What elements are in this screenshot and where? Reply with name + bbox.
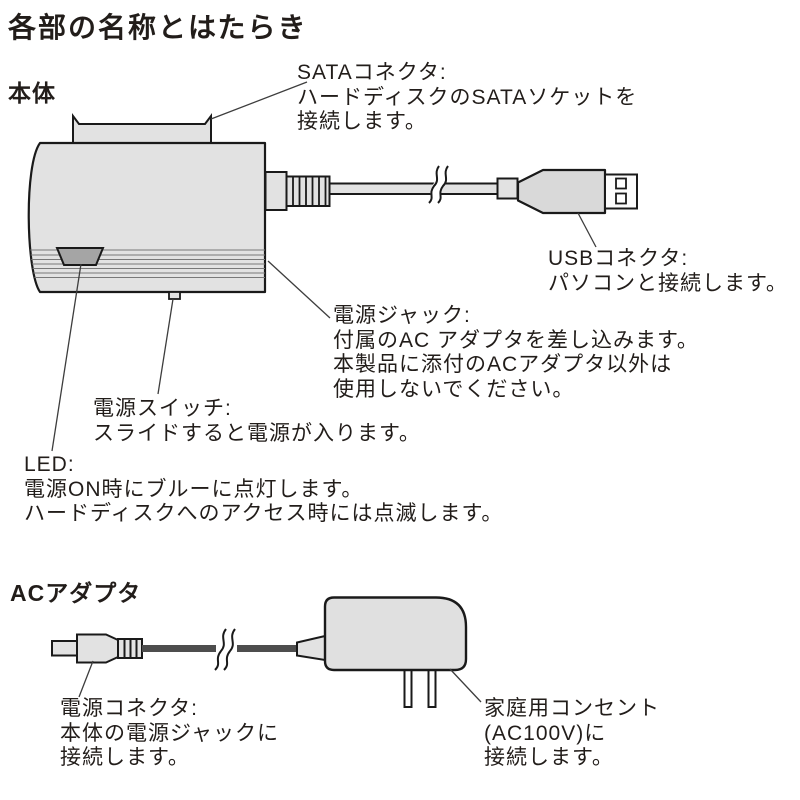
label-desc: 本製品に添付のACアダプタ以外は bbox=[333, 353, 673, 376]
label-desc: パソコンと接続します。 bbox=[548, 271, 788, 295]
label-desc: 電源ON時にブルーに点灯します。 bbox=[24, 477, 364, 501]
label-desc: 接続します。 bbox=[297, 110, 427, 133]
label-sata-connector: SATAコネクタ: ハードディスクのSATAソケットを 接続します。 bbox=[297, 61, 637, 135]
body-grooves bbox=[28, 249, 265, 279]
section-heading-main-unit: 本体 bbox=[8, 80, 56, 106]
label-outlet: 家庭用コンセント (AC100V)に 接続します。 bbox=[484, 697, 660, 771]
leader-lines bbox=[51, 81, 597, 703]
ac-adapter-diagram bbox=[51, 596, 468, 708]
label-desc: 使用しないでください。 bbox=[333, 377, 575, 401]
label-name: 電源スイッチ: bbox=[93, 397, 232, 420]
label-usb-connector: USBコネクタ: パソコンと接続します。 bbox=[548, 247, 788, 296]
leader-power-jack bbox=[267, 260, 331, 319]
ac-prong bbox=[403, 668, 413, 708]
label-desc: 本体の電源ジャックに bbox=[60, 721, 279, 745]
ac-cable bbox=[142, 625, 298, 674]
label-desc: スライドすると電源が入ります。 bbox=[93, 421, 421, 445]
leader-outlet bbox=[449, 668, 482, 703]
label-desc: ハードディスクへのアクセス時には点滅します。 bbox=[24, 502, 504, 525]
leader-usb bbox=[577, 212, 597, 248]
usb-connector-shape bbox=[496, 168, 638, 215]
leader-led bbox=[51, 263, 82, 452]
main-unit-body-shape bbox=[27, 141, 267, 294]
leader-dc-plug bbox=[78, 660, 94, 698]
led-shape bbox=[55, 247, 105, 266]
label-name: LED: bbox=[24, 453, 75, 476]
label-power-connector: 電源コネクタ: 本体の電源ジャックに 接続します。 bbox=[60, 697, 279, 771]
label-desc: 付属のAC アダプタを差し込みます。 bbox=[333, 328, 699, 352]
section-heading-ac-adapter: ACアダプタ bbox=[10, 580, 142, 606]
leader-sata bbox=[210, 81, 308, 120]
label-name: 家庭用コンセント bbox=[484, 697, 660, 720]
label-name: 電源コネクタ: bbox=[60, 697, 198, 720]
sata-connector-shape bbox=[72, 113, 212, 144]
label-desc: 接続します。 bbox=[484, 746, 614, 769]
label-name: SATAコネクタ: bbox=[297, 61, 447, 84]
dc-plug-shape bbox=[51, 633, 143, 664]
label-power-switch: 電源スイッチ: スライドすると電源が入ります。 bbox=[93, 397, 421, 446]
label-name: 電源ジャック: bbox=[333, 304, 471, 327]
label-power-jack: 電源ジャック: 付属のAC アダプタを差し込みます。 本製品に添付のACアダプタ… bbox=[333, 304, 699, 402]
label-led: LED: 電源ON時にブルーに点灯します。 ハードディスクへのアクセス時には点滅… bbox=[24, 453, 503, 527]
ac-prong bbox=[427, 668, 437, 708]
leader-power-switch bbox=[157, 298, 174, 395]
power-switch-shape bbox=[168, 291, 181, 300]
label-desc: 接続します。 bbox=[60, 746, 190, 769]
strain-relief-ribs bbox=[292, 176, 327, 206]
label-name: USBコネクタ: bbox=[548, 247, 689, 270]
cable-break-mark bbox=[214, 625, 236, 674]
usb-cable bbox=[264, 163, 499, 211]
cable-break-mark bbox=[428, 163, 449, 207]
ac-adapter-body-shape bbox=[296, 596, 468, 708]
page-title: 各部の名称とはたらき bbox=[8, 12, 308, 43]
label-desc: (AC100V)に bbox=[484, 721, 607, 745]
label-desc: ハードディスクのSATAソケットを bbox=[297, 85, 638, 109]
main-unit-diagram bbox=[27, 113, 638, 300]
